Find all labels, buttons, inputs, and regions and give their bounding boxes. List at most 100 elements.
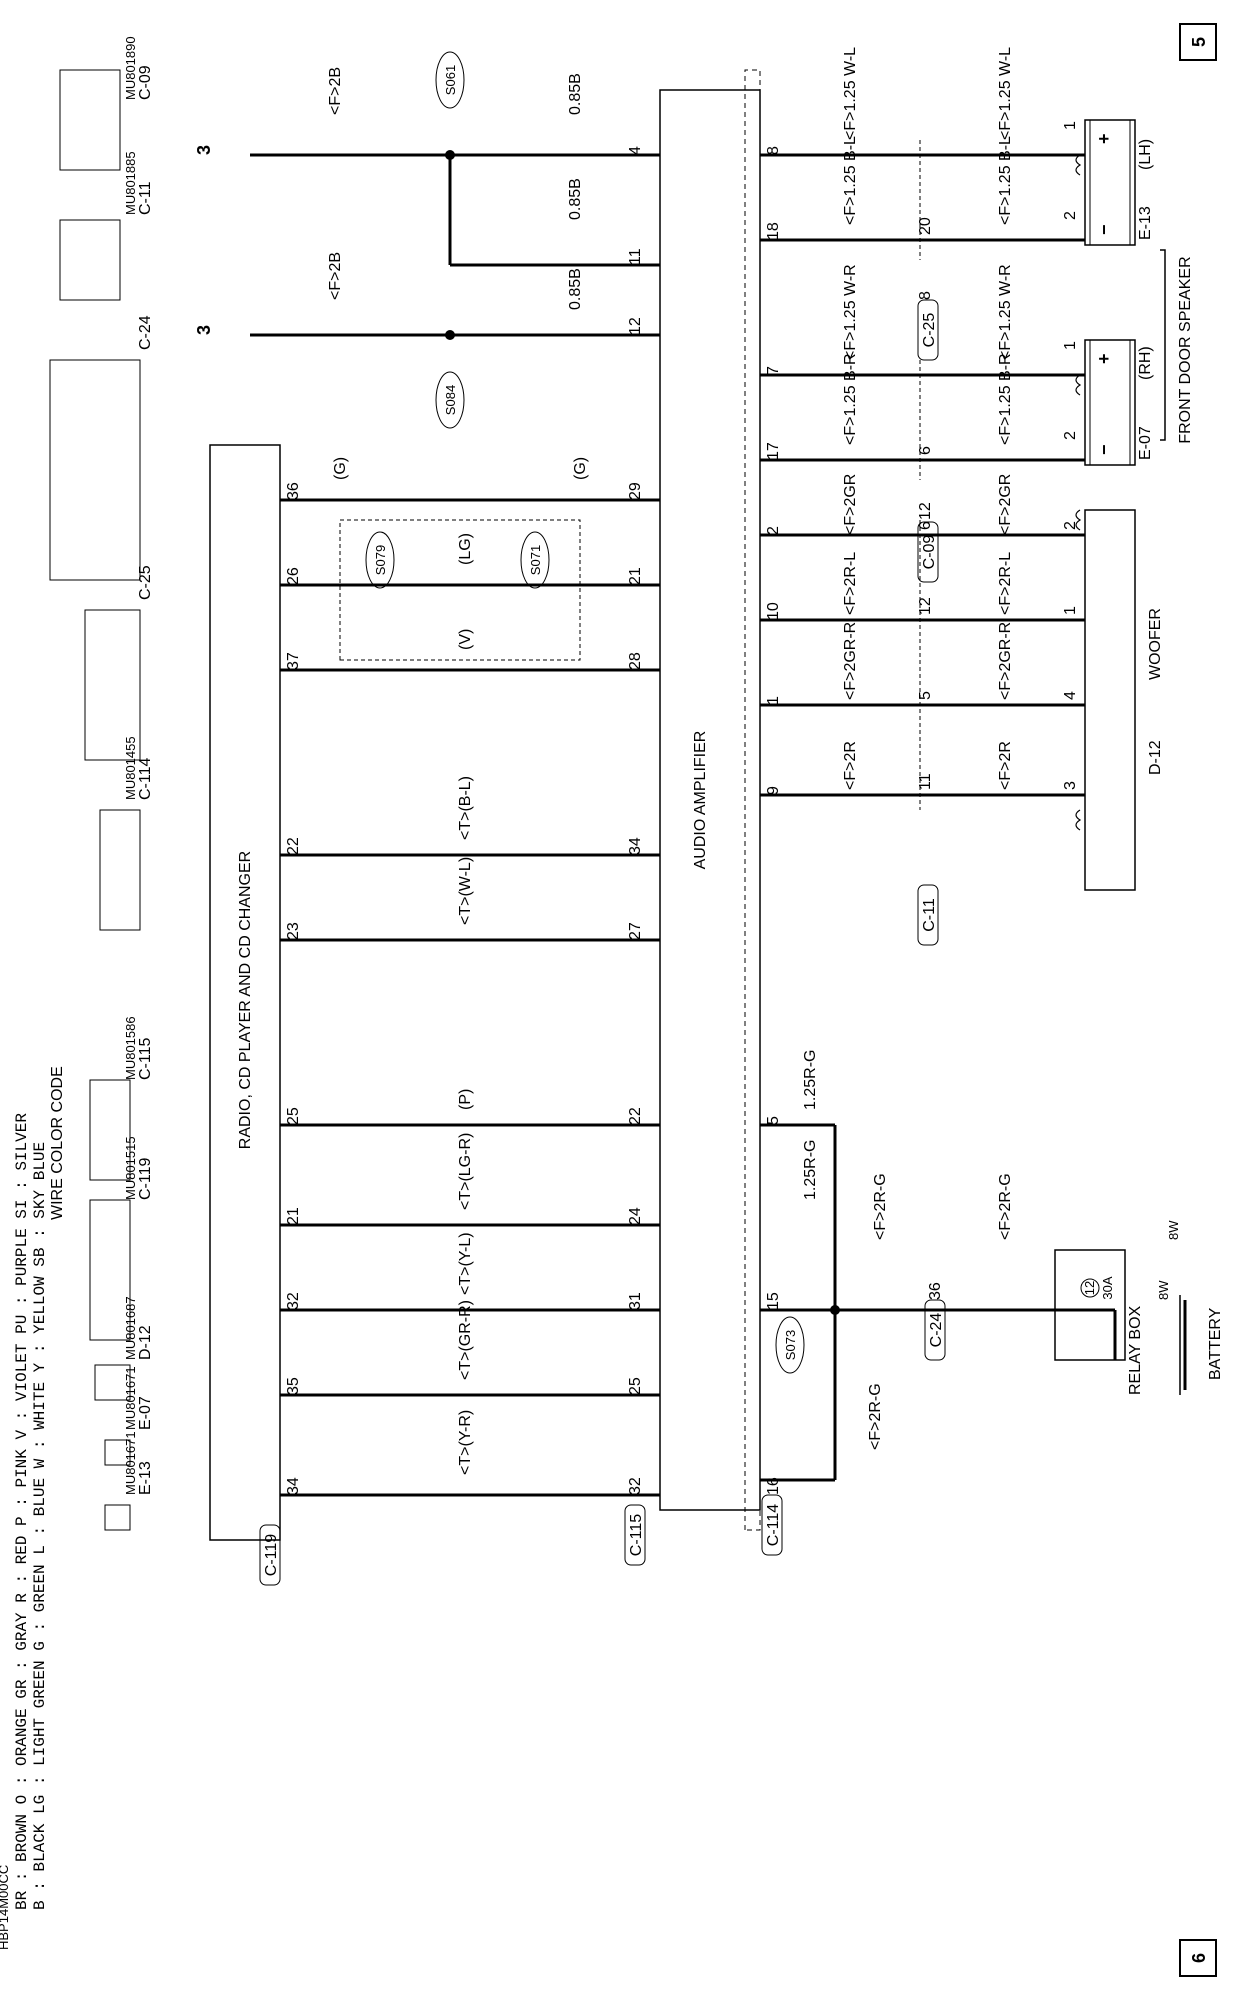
- wire-color-code: WIRE COLOR CODE B : BLACK LG : LIGHT GRE…: [13, 1066, 66, 1910]
- conn-tag-c25: C-25: [917, 299, 939, 361]
- legend-c114: C-114 MU801455: [99, 736, 154, 931]
- svg-text:<T>(LG-R): <T>(LG-R): [457, 1133, 474, 1210]
- svg-text:<F>2B: <F>2B: [327, 252, 344, 300]
- speaker-lh-plus: +: [1094, 133, 1114, 144]
- page-marker-6: 6: [1179, 1939, 1217, 1977]
- splice-s079: S079: [365, 531, 395, 589]
- relay-box: 12 30A RELAY BOX: [1054, 1249, 1144, 1395]
- svg-text:34: 34: [285, 1477, 302, 1495]
- legend-e07: E-07 MU801671: [104, 1366, 154, 1466]
- svg-text:8W: 8W: [1156, 1280, 1171, 1300]
- svg-text:B : BLACK LG : LIGHT GREEN: B : BLACK LG : LIGHT GREEN G : GREEN L :…: [31, 1142, 49, 1910]
- speaker-lh: (LH) E-13 + −: [1075, 119, 1154, 246]
- svg-text:<F>1.25 W-L: <F>1.25 W-L: [997, 47, 1014, 140]
- svg-text:<F>2R-G: <F>2R-G: [872, 1173, 889, 1240]
- speaker-wires: [760, 153, 1085, 797]
- legend-c115: C-115 MU801586: [89, 1016, 154, 1181]
- svg-text:1: 1: [1062, 341, 1079, 350]
- svg-text:<F>2R-G: <F>2R-G: [867, 1383, 884, 1450]
- svg-text:BR : BROWN O : ORANGE GR :: BR : BROWN O : ORANGE GR : GRAY R : RED …: [13, 1113, 31, 1910]
- legend-d12: D-12 MU801687: [94, 1296, 154, 1401]
- svg-text:C-114: C-114: [137, 758, 154, 800]
- svg-text:27: 27: [627, 922, 644, 940]
- svg-text:2: 2: [765, 526, 782, 535]
- splice-s084: S084: [435, 371, 465, 429]
- svg-text:<F>1.25 B-R: <F>1.25 B-R: [997, 353, 1014, 445]
- svg-text:<F>1.25 W-L: <F>1.25 W-L: [842, 47, 859, 140]
- svg-text:5: 5: [765, 1116, 782, 1125]
- svg-text:1: 1: [765, 696, 782, 705]
- svg-text:C-25: C-25: [921, 313, 938, 348]
- svg-text:8: 8: [765, 146, 782, 155]
- svg-text:<T>(GR-R): <T>(GR-R): [457, 1300, 474, 1380]
- svg-text:(LG): (LG): [457, 533, 474, 565]
- svg-text:32: 32: [285, 1292, 302, 1310]
- svg-text:20: 20: [917, 217, 934, 235]
- svg-text:8: 8: [917, 291, 934, 300]
- svg-text:4: 4: [627, 146, 644, 155]
- svg-text:C-24: C-24: [928, 1313, 945, 1348]
- speaker-lh-connector: E-13: [1137, 206, 1154, 240]
- rotated-sheet: 5 6 HBP14M00CC FRONT DOOR SPEAKER (LH) E…: [0, 23, 1224, 1977]
- svg-text:8W: 8W: [1166, 1220, 1181, 1240]
- conn-tag-c114: C-114: [761, 1494, 783, 1556]
- svg-text:(G): (G): [332, 457, 349, 480]
- audio-amplifier-label: AUDIO AMPLIFIER: [692, 731, 709, 870]
- speaker-lh-side: (LH): [1137, 139, 1154, 170]
- legend-c24: C-24: [49, 315, 154, 581]
- svg-text:S084: S084: [443, 385, 458, 415]
- svg-text:3: 3: [194, 145, 214, 155]
- svg-text:24: 24: [627, 1207, 644, 1225]
- svg-text:MU801671: MU801671: [123, 1366, 138, 1430]
- legend-c119: C-119 MU801515: [89, 1136, 154, 1341]
- splice-s073: S073: [775, 1316, 805, 1374]
- svg-text:<T>(Y-L): <T>(Y-L): [457, 1232, 474, 1295]
- power-feed-wires: [760, 1123, 1117, 1482]
- svg-text:25: 25: [627, 1377, 644, 1395]
- svg-text:2: 2: [1062, 521, 1079, 530]
- svg-text:12: 12: [1082, 1281, 1097, 1295]
- svg-text:12: 12: [917, 502, 934, 520]
- conn-tag-c09: C-09: [917, 521, 939, 583]
- svg-text:C-09: C-09: [921, 535, 938, 570]
- svg-text:1: 1: [1062, 121, 1079, 130]
- svg-text:0.85B: 0.85B: [567, 73, 584, 115]
- legend-e13: E-13 MU801671: [104, 1431, 154, 1531]
- conn-tag-c11: C-11: [917, 884, 939, 946]
- svg-text:22: 22: [627, 1107, 644, 1125]
- svg-text:29: 29: [627, 482, 644, 500]
- conn-tag-c119: C-119: [259, 1524, 281, 1586]
- svg-text:35: 35: [285, 1377, 302, 1395]
- woofer-title: WOOFER: [1147, 608, 1164, 680]
- conn-tag-c115: C-115: [624, 1504, 646, 1566]
- svg-text:0.85B: 0.85B: [567, 268, 584, 310]
- svg-text:(V): (V): [457, 629, 474, 650]
- svg-text:26: 26: [285, 567, 302, 585]
- svg-text:E-13: E-13: [137, 1461, 154, 1495]
- svg-text:C-114: C-114: [765, 1504, 782, 1546]
- svg-text:31: 31: [627, 1292, 644, 1310]
- svg-text:<F>2R: <F>2R: [997, 741, 1014, 790]
- svg-text:C-115: C-115: [137, 1038, 154, 1080]
- woofer-connector: D-12: [1147, 740, 1164, 775]
- svg-text:12: 12: [627, 317, 644, 335]
- svg-text:17: 17: [765, 442, 782, 460]
- svg-text:25: 25: [285, 1107, 302, 1125]
- speaker-rh-side: (RH): [1137, 346, 1154, 380]
- svg-text:1: 1: [1062, 606, 1079, 615]
- svg-text:2: 2: [1062, 431, 1079, 440]
- svg-text:6: 6: [1189, 1953, 1209, 1963]
- drawing-code: HBP14M00CC: [0, 1865, 11, 1950]
- speaker-rh-minus: −: [1094, 444, 1114, 455]
- svg-text:<T>(Y-R): <T>(Y-R): [457, 1410, 474, 1475]
- svg-text:36: 36: [927, 1282, 944, 1300]
- svg-text:5: 5: [917, 691, 934, 700]
- svg-text:<F>2GR-R: <F>2GR-R: [997, 622, 1014, 700]
- svg-text:<F>2GR-R: <F>2GR-R: [842, 622, 859, 700]
- svg-text:28: 28: [627, 652, 644, 670]
- svg-text:6: 6: [917, 521, 934, 530]
- svg-text:RELAY BOX: RELAY BOX: [1127, 1305, 1144, 1395]
- svg-text:(G): (G): [572, 457, 589, 480]
- battery: BATTERY 8W 8W: [1156, 1220, 1224, 1395]
- splice-s071: S071: [520, 531, 550, 589]
